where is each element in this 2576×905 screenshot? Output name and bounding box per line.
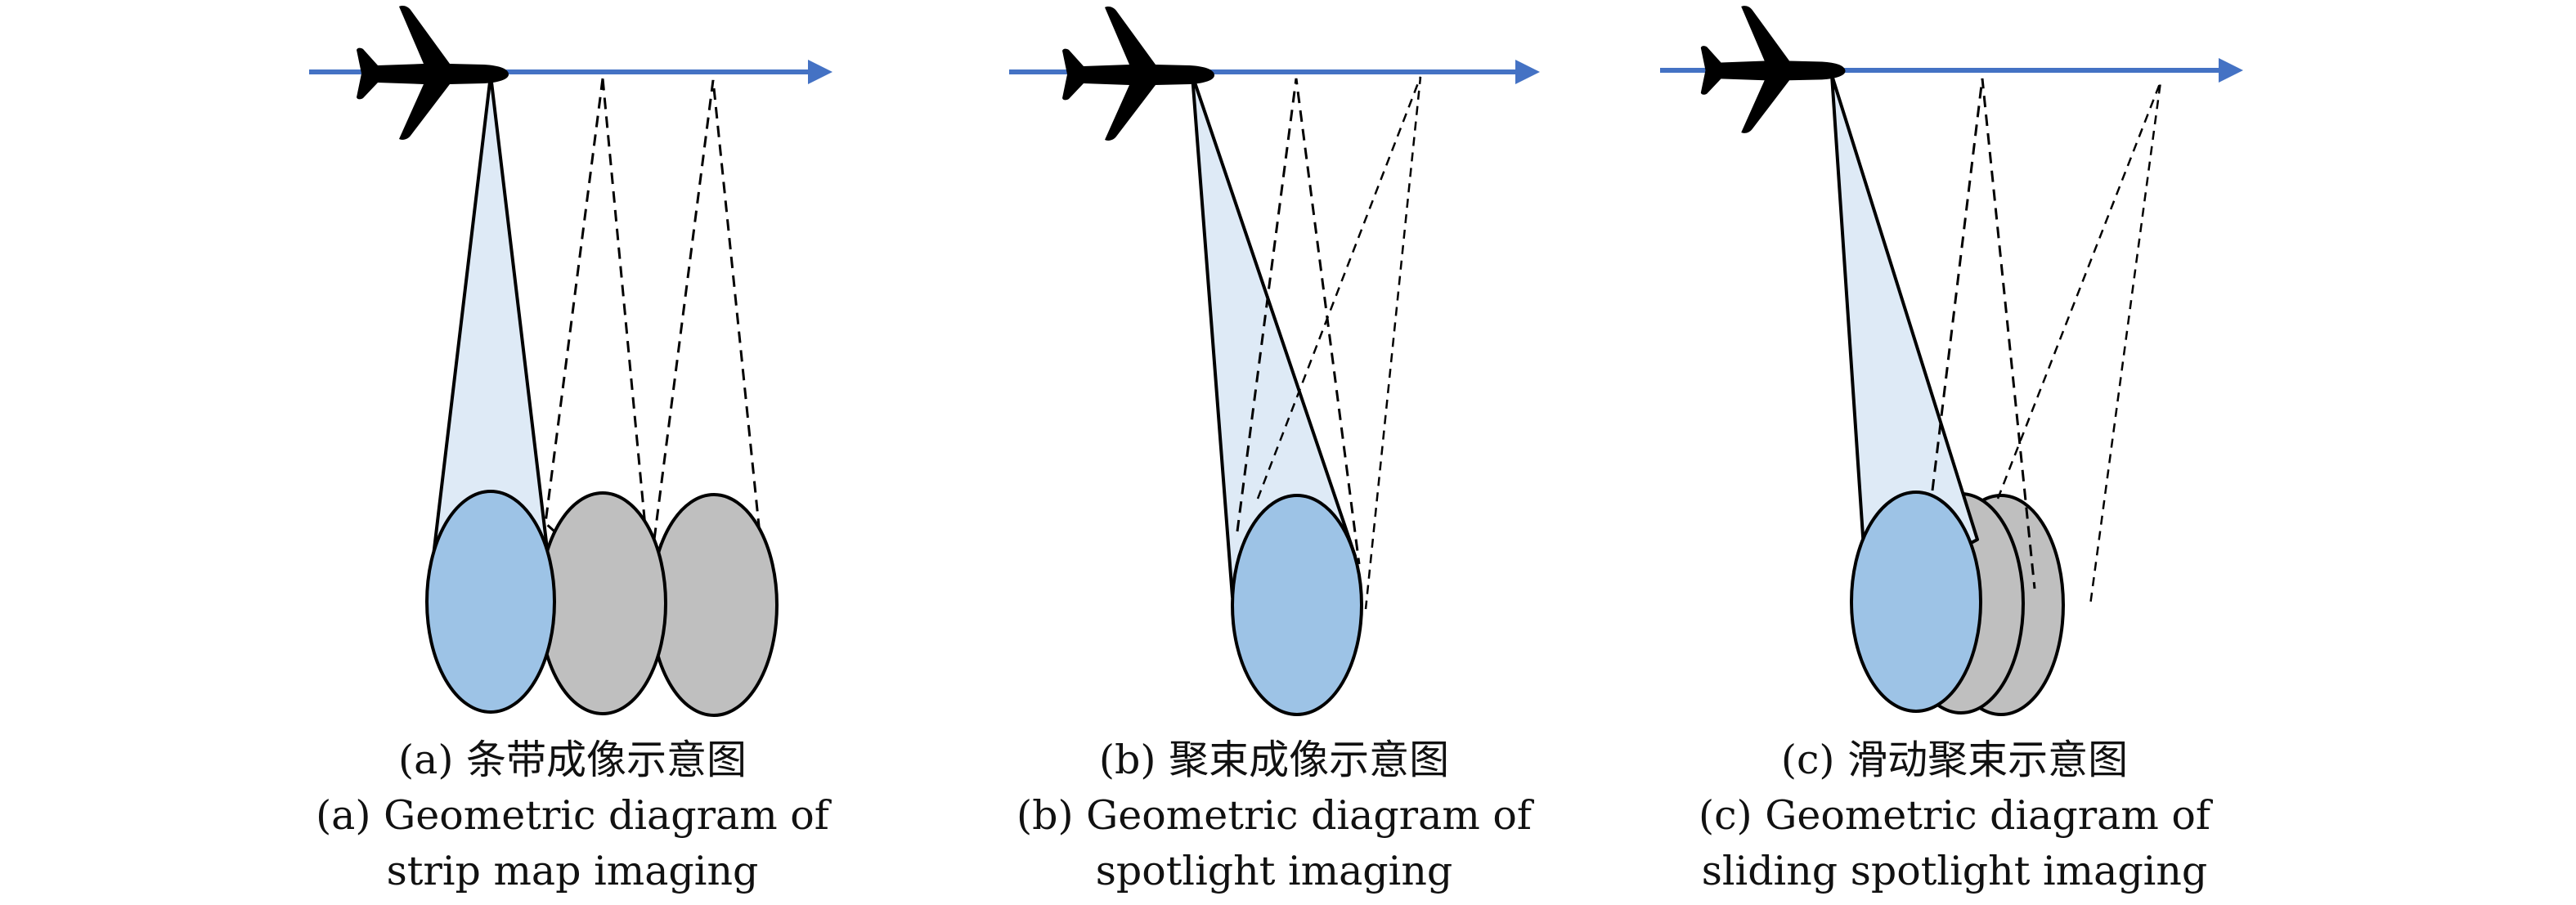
footprint-active: [425, 490, 556, 714]
panel-a-strip-map: [309, 6, 832, 717]
footprint-active: [1850, 491, 1982, 713]
caption-c-en-line1: (c) Geometric diagram of: [1698, 792, 2211, 839]
caption-b-en-line2: spotlight imaging: [1095, 848, 1453, 894]
airplane-icon: [1700, 6, 1846, 133]
caption-a-en-line2: strip map imaging: [386, 848, 759, 894]
footprint-past-1: [538, 491, 667, 715]
footprint-active: [1231, 494, 1363, 716]
caption-a: (a) 条带成像示意图 (a) Geometric diagram of str…: [262, 733, 883, 899]
caption-c-en-line2: sliding spotlight imaging: [1701, 848, 2208, 894]
caption-b: (b) 聚束成像示意图 (b) Geometric diagram of spo…: [963, 733, 1585, 899]
panel-c-sliding-spotlight: [1660, 6, 2243, 716]
beam-later-2: [1996, 81, 2162, 606]
footprint-past-2: [649, 493, 779, 717]
beam-later-2: [1256, 76, 1422, 610]
caption-c-cn: (c) 滑动聚束示意图: [1780, 737, 2129, 783]
caption-c: (c) 滑动聚束示意图 (c) Geometric diagram of sli…: [1644, 733, 2265, 899]
caption-a-en-line1: (a) Geometric diagram of: [316, 792, 829, 839]
caption-b-cn: (b) 聚束成像示意图: [1098, 737, 1450, 783]
beam-later-1: [1236, 78, 1361, 565]
caption-a-cn: (a) 条带成像示意图: [397, 737, 747, 783]
airplane-icon: [1062, 7, 1214, 141]
panel-b-spotlight: [1009, 7, 1540, 716]
caption-b-en-line1: (b) Geometric diagram of: [1016, 792, 1532, 839]
beam-later-1: [1931, 78, 2036, 589]
beam-past-1: [544, 78, 656, 625]
